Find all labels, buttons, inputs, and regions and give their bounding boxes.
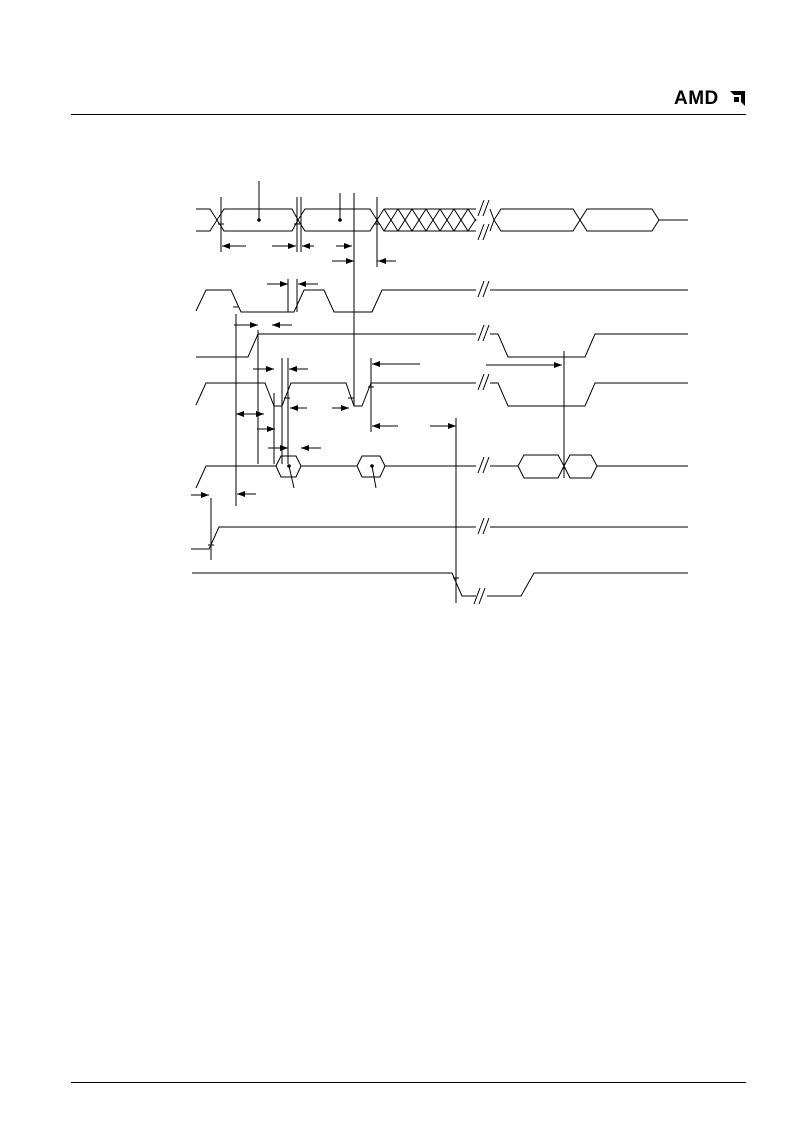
amd-logo: AMD	[674, 89, 746, 111]
edge-ticks	[208, 223, 459, 579]
footer-rule	[71, 1082, 746, 1083]
address-bus-waveform	[196, 181, 688, 267]
vcc-waveform	[191, 498, 688, 560]
ce-waveform	[195, 279, 688, 313]
amd-arrow-icon	[730, 91, 745, 106]
we-timing-arrows	[236, 411, 457, 603]
ry-by-waveform	[192, 572, 688, 605]
header-rule	[71, 114, 746, 115]
we-waveform	[195, 193, 688, 464]
oe-waveform	[196, 322, 688, 478]
data-bus-waveform	[191, 314, 688, 506]
address-timing-arrows	[222, 243, 396, 264]
logo-text: AMD	[674, 88, 719, 109]
